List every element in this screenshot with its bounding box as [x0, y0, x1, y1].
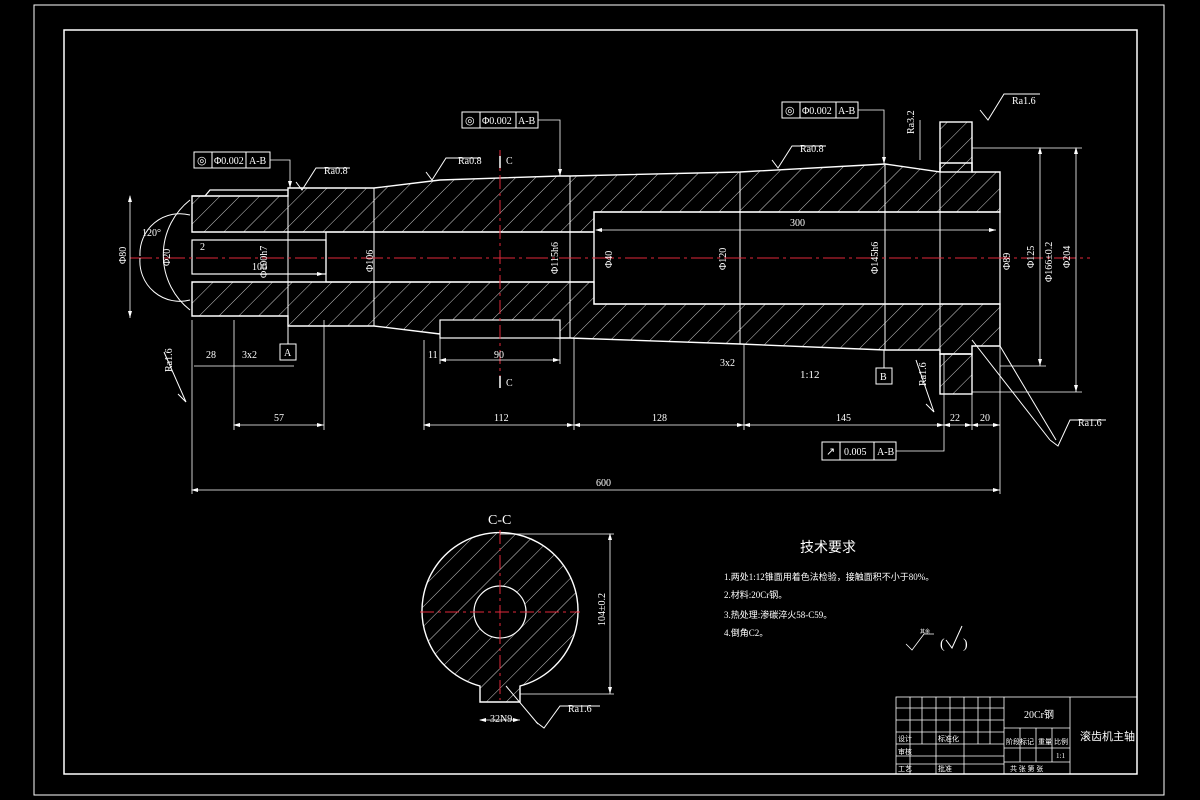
- section-title: C-C: [488, 513, 511, 528]
- tolerance-frame-1: ◎ Φ0.002 A-B: [193, 151, 292, 188]
- title-review: 审核: [898, 747, 912, 756]
- tol-symbol-3: ◎: [785, 105, 795, 117]
- title-stage: 阶段标记: [1006, 737, 1034, 746]
- tolerance-frame-4: ↗ 0.005 A-B: [821, 430, 945, 461]
- tol-value-2: Φ0.002: [482, 116, 512, 127]
- title-scale: 1:1: [1056, 752, 1065, 760]
- dim-dia-166: Φ166±0.2: [1044, 242, 1055, 282]
- dim-chamfer-mid: 3x2: [720, 358, 735, 369]
- datum-a: A: [279, 326, 297, 361]
- dim-dia-204: Φ204: [1062, 246, 1073, 268]
- tol-datum-1: A-B: [249, 156, 267, 167]
- datum-a-label: A: [284, 348, 292, 359]
- dim-dia-20: Φ20: [162, 249, 173, 266]
- tech-other-label: 其余: [920, 628, 930, 635]
- dim-20: 20: [980, 413, 990, 424]
- inner-border: [63, 29, 1138, 775]
- title-process: 工艺: [898, 765, 912, 773]
- tech-item-1: 1.两处1:12锥面用着色法检验，接触面积不小于80%。: [724, 571, 934, 582]
- dim-22: 22: [950, 413, 960, 424]
- roughness-6: Ra1.6: [918, 362, 929, 386]
- tol-symbol-2: ◎: [465, 115, 475, 127]
- section-marks: C C: [499, 156, 513, 389]
- dim-key-height: 104±0.2: [597, 593, 608, 626]
- tol-datum-3: A-B: [838, 106, 856, 117]
- title-approve: 批准: [938, 764, 952, 773]
- dim-dia-106: Φ106: [365, 250, 376, 272]
- tol-datum-2: A-B: [518, 116, 536, 127]
- dim-taper: 1:12: [800, 369, 820, 381]
- roughness-labels: Ra0.8 Ra0.8 Ra0.8 Ra1.6 Ra1.6 Ra1.6 Ra1.…: [164, 96, 1102, 715]
- roughness-symbols: [163, 93, 1106, 729]
- tech-item-4: 4.倒角C2。: [724, 627, 768, 638]
- roughness-4: Ra1.6: [1012, 96, 1036, 107]
- dim-chamfer-left: 3x2: [242, 350, 257, 361]
- dim-dia-40: Φ40: [604, 251, 615, 268]
- dimension-labels: 600 57 112 128 145 22 20 300 100 90 11 2…: [118, 218, 1073, 489]
- dim-dia-80: Φ80: [118, 247, 129, 264]
- dim-key-90: 90: [494, 350, 504, 361]
- dim-bore-100: 100: [252, 262, 267, 273]
- dim-bore-300: 300: [790, 218, 805, 229]
- title-material: 20Cr钢: [1024, 708, 1054, 721]
- roughness-8: Ra3.2: [906, 110, 917, 134]
- dimension-lines: [128, 120, 1082, 494]
- dim-112: 112: [494, 413, 509, 424]
- tol-value-3: Φ0.002: [802, 106, 832, 117]
- title-standard: 标准化: [938, 734, 959, 743]
- dim-28: 28: [206, 350, 216, 361]
- roughness-5: Ra1.6: [164, 348, 175, 372]
- dim-dia-100: Φ100h7: [259, 246, 270, 278]
- section-mark-bottom: C: [506, 378, 513, 389]
- tol-datum-4: A-B: [877, 447, 895, 458]
- section-mark-top: C: [506, 156, 513, 167]
- technical-requirements: 技术要求 1.两处1:12锥面用着色法检验，接触面积不小于80%。 2.材料:2…: [724, 540, 968, 652]
- svg-text:(: (: [940, 637, 945, 652]
- tol-symbol-1: ◎: [197, 155, 207, 167]
- tolerance-frame-2: ◎ Φ0.002 A-B: [461, 111, 562, 176]
- title-sheets: 共 张 第 张: [1010, 764, 1043, 773]
- tolerance-frame-3: ◎ Φ0.002 A-B: [781, 101, 886, 164]
- dim-angle: 120°: [142, 228, 161, 239]
- roughness-7: Ra1.6: [1078, 418, 1102, 429]
- dim-dia-89: Φ89: [1002, 253, 1013, 270]
- title-block: [895, 696, 1138, 775]
- shaft-main-view: [130, 121, 1090, 395]
- dim-dia-120: Φ120: [718, 248, 729, 270]
- dim-key-11: 11: [428, 350, 438, 361]
- title-design: 设计: [898, 734, 912, 743]
- dim-128: 128: [652, 413, 667, 424]
- tol-value-4: 0.005: [844, 447, 867, 458]
- outer-border: [33, 4, 1165, 796]
- roughness-2: Ra0.8: [458, 156, 482, 167]
- dim-total: 600: [596, 478, 611, 489]
- tech-item-2: 2.材料:20Cr钢。: [724, 589, 787, 600]
- title-block-text: 20Cr钢 滚齿机主轴 阶段标记 重量 比例 1:1 共 张 第 张 设计 审核…: [898, 708, 1135, 773]
- section-view-cc: C-C 32N9 104±0.2: [420, 513, 614, 725]
- datum-b-label: B: [880, 372, 887, 383]
- dim-57: 57: [274, 413, 284, 424]
- tech-title: 技术要求: [800, 540, 856, 556]
- tech-item-3: 3.热处理:渗碳淬火58-C59。: [724, 609, 832, 620]
- datum-b: B: [875, 350, 893, 385]
- roughness-3: Ra0.8: [800, 144, 824, 155]
- svg-text:): ): [963, 637, 968, 652]
- dim-depth-2: 2: [200, 242, 205, 253]
- title-part-name: 滚齿机主轴: [1080, 729, 1135, 743]
- dim-key-width: 32N9: [490, 714, 512, 725]
- dim-dia-115: Φ115h6: [550, 242, 561, 274]
- tol-value-1: Φ0.002: [214, 156, 244, 167]
- tol-symbol-4: ↗: [826, 446, 835, 458]
- dim-145: 145: [836, 413, 851, 424]
- dim-dia-145: Φ145h6: [870, 242, 881, 274]
- title-ratio: 比例: [1054, 737, 1068, 746]
- roughness-1: Ra0.8: [324, 166, 348, 177]
- roughness-9: Ra1.6: [568, 704, 592, 715]
- title-weight: 重量: [1038, 738, 1052, 746]
- dim-dia-125: Φ125: [1026, 246, 1037, 268]
